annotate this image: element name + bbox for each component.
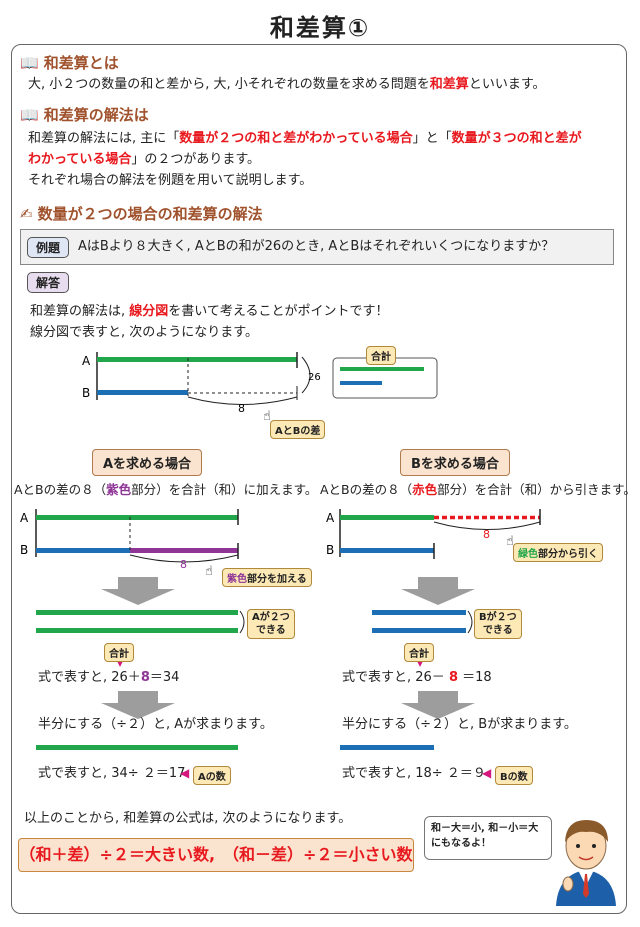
bar-b bbox=[97, 390, 188, 395]
pencil-icon: ✍ bbox=[20, 205, 33, 223]
right-half-text: 半分にする（÷２）と, Bが求まります。 bbox=[342, 717, 577, 732]
left-heading: Aを求める場合 bbox=[92, 449, 203, 476]
right-double-bar-2 bbox=[372, 628, 466, 633]
left-double-bar-1 bbox=[36, 610, 238, 615]
method-line-3: それぞれ場合の解法を例題を用いて説明します。 bbox=[28, 173, 313, 188]
speech-bubble: 和－大＝小, 和－小＝大 にもなるよ！ bbox=[424, 816, 552, 860]
answer-line-2: 線分図で表すと, 次のようになります。 bbox=[30, 325, 258, 340]
left-diff-value: 8 bbox=[180, 558, 187, 571]
left-sum-tag: 合計 bbox=[104, 643, 134, 662]
pointer-hand-icon: ☝ bbox=[263, 409, 271, 424]
section-heading-definition: 📖和差算とは bbox=[20, 54, 119, 72]
method-line-1: 和差算の解法には, 主に「数量が２つの和と差がわかっている場合」と「数量が３つの… bbox=[28, 131, 582, 146]
right-bar-a-green bbox=[340, 515, 434, 520]
left-bar-a bbox=[36, 515, 238, 520]
left-half-bar bbox=[36, 745, 238, 750]
content-frame bbox=[11, 44, 627, 914]
right-down-arrow-2 bbox=[401, 691, 475, 719]
add-purple-callout: 紫色部分を加える bbox=[222, 568, 312, 587]
main-line-diagram: A B 8 26 ☝ bbox=[82, 352, 438, 424]
diagram-label-b: B bbox=[82, 386, 90, 400]
left-label-b: B bbox=[20, 543, 28, 557]
left-down-arrow-1 bbox=[101, 577, 175, 605]
left-two-callout: Aが２つできる bbox=[247, 609, 295, 639]
left-result-formula: 式で表すと, 34÷ ２＝17 bbox=[38, 766, 186, 781]
right-half-bar bbox=[340, 745, 434, 750]
left-diff-brace bbox=[129, 554, 239, 563]
sum-value: 26 bbox=[308, 372, 321, 383]
section-heading-method: 📖和差算の解法は bbox=[20, 106, 149, 124]
diagram-label-a: A bbox=[82, 354, 91, 368]
right-label-b: B bbox=[326, 543, 334, 557]
right-result-arrow-icon: ◀ bbox=[482, 766, 492, 780]
answer-line-1: 和差算の解法は, 線分図を書いて考えることがポイントです！ bbox=[30, 304, 389, 319]
conclusion-text: 以上のことから, 和差算の公式は, 次のようになります。 bbox=[24, 811, 352, 826]
right-line-diagram: A B 8 ☝ bbox=[326, 509, 541, 559]
answer-tag: 解答 bbox=[27, 272, 70, 293]
left-half-text: 半分にする（÷２）と, Aが求まります。 bbox=[38, 717, 273, 732]
right-heading: Bを求める場合 bbox=[400, 449, 510, 476]
right-diff-value: 8 bbox=[483, 528, 490, 541]
left-result-arrow-icon: ◀ bbox=[180, 766, 190, 780]
method-line-2: わかっている場合」の２つがあります。 bbox=[28, 152, 261, 167]
pointer-hand-icon: ☝ bbox=[506, 534, 514, 549]
sum-legend-blue bbox=[340, 381, 382, 385]
diff-brace bbox=[187, 396, 298, 405]
right-sum-tag: 合計 bbox=[404, 643, 434, 662]
left-down-arrow-2 bbox=[101, 691, 175, 719]
right-result-tag: Bの数 bbox=[495, 766, 533, 785]
right-down-arrow-1 bbox=[401, 577, 475, 605]
example-text: AはBより８大きく, AとBの和が26のとき, AとBはそれぞれいくつになります… bbox=[78, 239, 555, 254]
right-result-formula: 式で表すと, 18÷ ２＝９ bbox=[342, 766, 486, 781]
left-description: AとBの差の８（紫色部分）を合計（和）に加えます。 bbox=[14, 482, 318, 497]
sum-brace bbox=[301, 356, 311, 394]
left-line-diagram: A B 8 ☝ bbox=[20, 509, 239, 579]
book-icon: 📖 bbox=[20, 54, 39, 72]
teacher-avatar bbox=[556, 820, 616, 906]
left-bar-b bbox=[36, 548, 130, 553]
right-double-brace bbox=[467, 610, 473, 634]
right-bar-b bbox=[340, 548, 434, 553]
example-box bbox=[20, 229, 614, 265]
left-double-bar-2 bbox=[36, 628, 238, 633]
page-title: 和差算① bbox=[269, 14, 371, 42]
right-diff-brace bbox=[433, 521, 541, 530]
right-formula: 式で表すと, 26－ 8 ＝18 bbox=[342, 670, 492, 685]
section-heading-two-quantities: ✍数量が２つの場合の和差算の解法 bbox=[20, 205, 263, 223]
pointer-hand-icon: ☝ bbox=[205, 564, 213, 579]
left-formula: 式で表すと, 26＋8＝34 bbox=[38, 670, 180, 685]
left-result-tag: Aの数 bbox=[193, 766, 231, 785]
sum-legend-green bbox=[340, 367, 424, 371]
example-tag: 例題 bbox=[27, 237, 70, 258]
left-bar-purple bbox=[130, 548, 238, 553]
bar-a bbox=[97, 357, 297, 362]
sum-callout: 合計 bbox=[366, 346, 396, 365]
right-description: AとBの差の８（赤色部分）を合計（和）から引きます。 bbox=[320, 482, 636, 497]
process-graphics bbox=[36, 577, 475, 750]
subtract-green-callout: 緑色部分から引く bbox=[513, 543, 603, 562]
right-double-bar-1 bbox=[372, 610, 466, 615]
diff-value: 8 bbox=[238, 402, 245, 415]
right-label-a: A bbox=[326, 511, 335, 525]
formula-box: （和＋差）÷２＝大きい数, （和－差）÷２＝小さい数 bbox=[18, 838, 414, 872]
diff-callout: AとBの差 bbox=[270, 420, 326, 439]
left-label-a: A bbox=[20, 511, 29, 525]
left-double-brace bbox=[239, 610, 245, 634]
book-icon: 📖 bbox=[20, 106, 39, 124]
right-two-callout: Bが２つできる bbox=[474, 609, 522, 639]
definition-text: 大, 小２つの数量の和と差から, 大, 小それぞれの数量を求める問題を和差算とい… bbox=[28, 77, 546, 92]
